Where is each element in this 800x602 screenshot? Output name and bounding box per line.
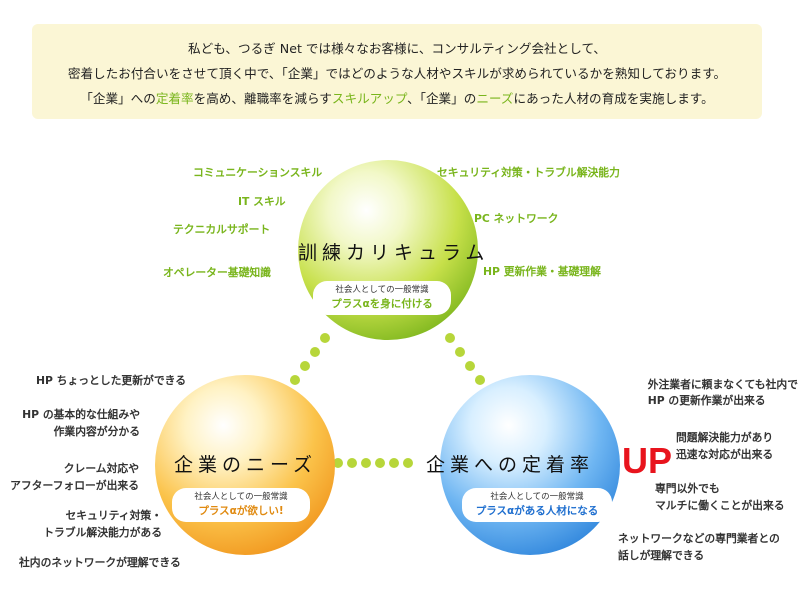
needs-label: HP ちょっとした更新ができる (36, 374, 186, 388)
intro-line-3-seg: 、「企業」の (407, 91, 477, 106)
needs-label: セキュリティ対策・ トラブル解決能力がある (43, 509, 162, 540)
curriculum-badge-bottom: プラスαを身に付ける (331, 298, 433, 310)
curriculum-label: セキュリティ対策・トラブル解決能力 (437, 166, 620, 179)
needs-label-line: 作業内容が分かる (53, 425, 140, 438)
retention-label: 専門以外でも マルチに働くことが出来る (655, 482, 785, 513)
retention-label-line: マルチに働くことが出来る (655, 499, 785, 512)
needs-label-line: 社内のネットワークが理解できる (19, 556, 181, 569)
retention-label-line: HP の更新作業が出来る (647, 394, 766, 407)
needs-badge-top: 社会人としての一般常識 (194, 492, 288, 502)
retention-label-line: 話しが理解できる (618, 549, 705, 562)
retention-badge-top: 社会人としての一般常識 (490, 492, 584, 502)
intro-line-3-seg: を高め、離職率を減らす (193, 91, 332, 106)
needs-label: 社内のネットワークが理解できる (19, 556, 181, 570)
intro-line-3-highlight: ニーズ (476, 91, 514, 106)
intro-line-3: 「企業」への定着率を高め、離職率を減らすスキルアップ、「企業」のニーズにあった人… (42, 86, 752, 111)
intro-line-3-highlight: スキルアップ (331, 91, 408, 106)
needs-label-line: HP の基本的な仕組みや (22, 408, 140, 421)
needs-label: クレーム対応や アフターフォローが出来る (10, 462, 139, 493)
intro-line-1: 私ども、つるぎ Net では様々なお客様に、コンサルティング会社として、 (188, 41, 606, 56)
needs-label-line: クレーム対応や (63, 462, 139, 475)
needs-badge-bottom: プラスαが欲しい! (198, 505, 284, 517)
curriculum-label: PC ネットワーク (474, 212, 559, 225)
needs-label-line: トラブル解決能力がある (43, 526, 162, 539)
curriculum-badge: 社会人としての一般常識 プラスαを身に付ける (313, 281, 451, 315)
needs-badge: 社会人としての一般常識 プラスαが欲しい! (172, 488, 310, 522)
needs-label-line: セキュリティ対策・ (65, 509, 162, 522)
needs-label-line: HP ちょっとした更新ができる (35, 374, 186, 387)
retention-label-line: 専門以外でも (655, 482, 720, 495)
retention-label-line: ネットワークなどの専門業者との (618, 532, 780, 545)
retention-label-line: 迅速な対応が出来る (676, 448, 774, 461)
retention-label: ネットワークなどの専門業者との 話しが理解できる (618, 532, 780, 563)
needs-label: HP の基本的な仕組みや 作業内容が分かる (22, 408, 140, 439)
intro-line-3-seg: にあった人材の育成を実施します。 (513, 91, 714, 106)
curriculum-label: オペレーター基礎知識 (163, 266, 271, 279)
needs-title: 企業のニーズ (174, 454, 318, 476)
curriculum-badge-top: 社会人としての一般常識 (335, 285, 429, 295)
retention-title: 企業への定着率 (426, 454, 595, 476)
intro-line-2: 密着したお付合いをさせて頂く中で、「企業」ではどのような人材やスキルが求められて… (67, 66, 727, 81)
up-label: UP (622, 440, 673, 481)
curriculum-label: テクニカルサポート (173, 223, 271, 236)
curriculum-label: コミュニケーションスキル (193, 166, 323, 179)
intro-line-3-seg: 「企業」への (80, 91, 156, 106)
intro-box: 私ども、つるぎ Net では様々なお客様に、コンサルティング会社として、 密着し… (32, 24, 762, 119)
needs-label-line: アフターフォローが出来る (10, 479, 139, 492)
connector-dots (290, 333, 485, 468)
curriculum-title: 訓練カリキュラム (298, 242, 490, 264)
curriculum-label: HP 更新作業・基礎理解 (483, 265, 601, 278)
intro-line-3-highlight: 定着率 (155, 91, 194, 106)
retention-label: 問題解決能力があり 迅速な対応が出来る (676, 431, 773, 462)
retention-badge-bottom: プラスαがある人材になる (475, 505, 599, 517)
retention-label-line: 問題解決能力があり (676, 431, 774, 444)
curriculum-label: IT スキル (238, 195, 286, 208)
retention-badge: 社会人としての一般常識 プラスαがある人材になる (462, 488, 612, 522)
retention-label-line: 外注業者に頼まなくても社内で (647, 378, 798, 391)
retention-label: 外注業者に頼まなくても社内で HP の更新作業が出来る (648, 378, 798, 408)
